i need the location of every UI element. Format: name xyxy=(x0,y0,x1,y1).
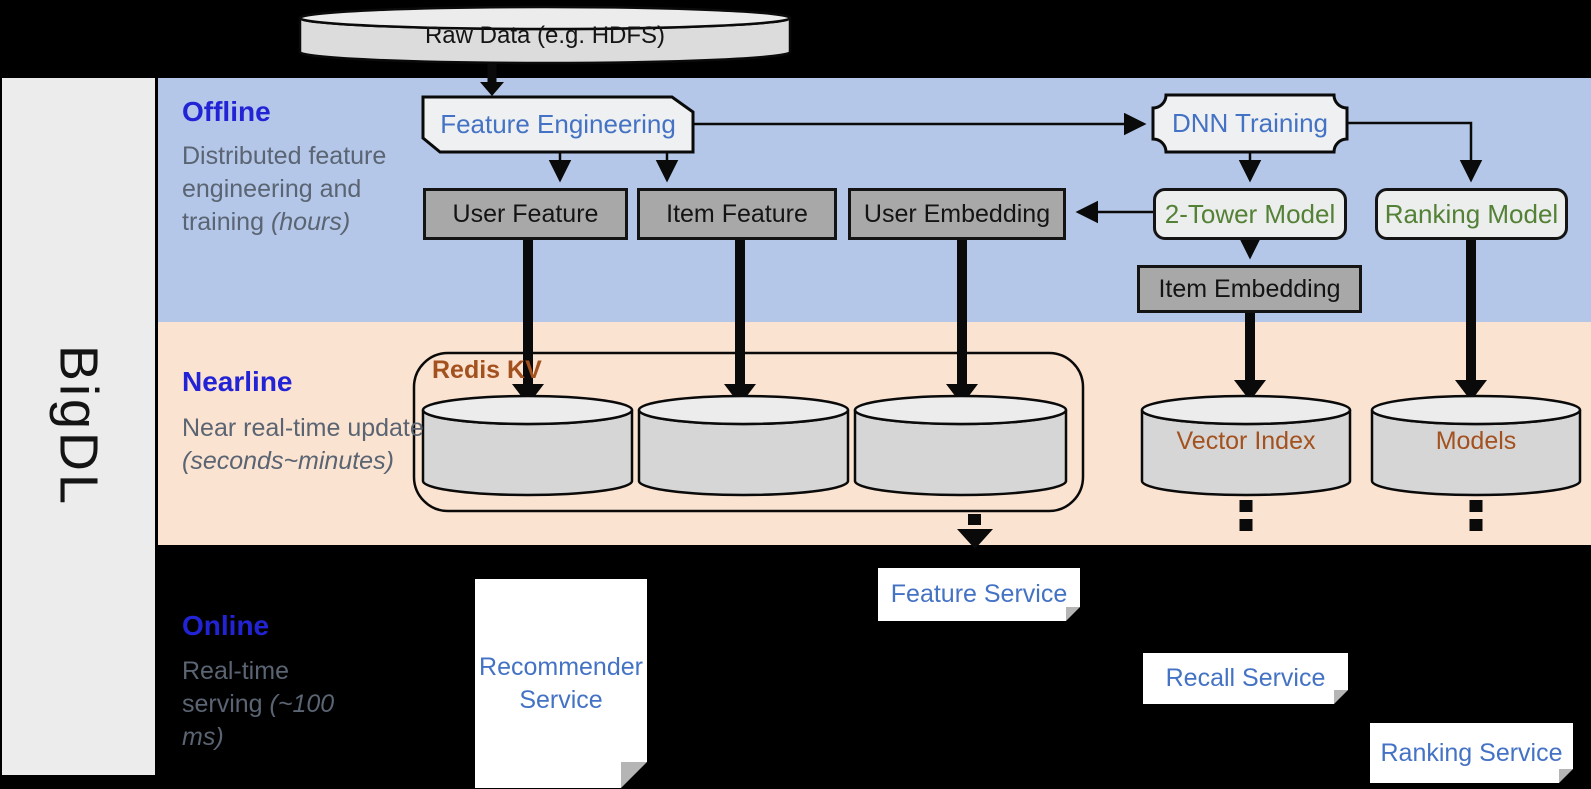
redis-cylinder-1 xyxy=(421,394,634,497)
redis-kv-container xyxy=(412,351,1085,513)
nearline-lane-description: Near real-time update (seconds~minutes) xyxy=(182,412,434,478)
ranking-service-node: Ranking Service xyxy=(1370,723,1573,783)
offline-desc-text: Distributed feature engineering and trai… xyxy=(182,142,387,236)
recall-service-node: Recall Service xyxy=(1143,653,1348,704)
online-lane-description: Real-time serving (~100 ms) xyxy=(182,655,344,754)
raw-data-cylinder xyxy=(298,5,792,65)
offline-lane-label: Offline xyxy=(182,96,271,127)
two-tower-model-node: 2-Tower Model xyxy=(1153,188,1347,240)
user-feature-node: User Feature xyxy=(423,188,628,240)
offline-desc-italic: (hours) xyxy=(270,208,351,236)
models-cylinder xyxy=(1370,394,1582,497)
flow-item-feature-to-redis xyxy=(724,240,756,405)
dnn-training-label: DNN Training xyxy=(1171,108,1329,138)
redis-cylinder-2 xyxy=(637,394,850,497)
bigdl-sidebar: BigDL xyxy=(2,78,155,775)
ranking-model-node: Ranking Model xyxy=(1375,188,1568,240)
item-feature-node: Item Feature xyxy=(637,188,837,240)
redis-kv-label: Redis KV xyxy=(432,356,542,384)
dashed-flow-vector-index-down xyxy=(1239,500,1253,531)
feature-engineering-label: Feature Engineering xyxy=(440,109,676,139)
flow-user-embedding-to-redis xyxy=(946,240,978,405)
item-embedding-node: Item Embedding xyxy=(1137,265,1362,313)
flow-user-feature-to-redis xyxy=(512,240,544,405)
recommender-service-node: Recommender Service xyxy=(475,579,647,788)
offline-lane-description: Distributed feature engineering and trai… xyxy=(182,140,404,239)
nearline-desc-text: Near real-time update xyxy=(182,414,424,442)
online-desc-text: Real-time serving xyxy=(182,657,289,718)
vector-index-label: Vector Index xyxy=(1176,426,1316,455)
flow-item-embedding-to-vector-index xyxy=(1234,313,1266,401)
models-label: Models xyxy=(1435,426,1517,455)
nearline-lane-label: Nearline xyxy=(182,366,293,397)
redis-cylinder-3 xyxy=(853,394,1068,497)
feature-service-node: Feature Service xyxy=(878,568,1080,621)
user-embedding-node: User Embedding xyxy=(848,188,1066,240)
nearline-desc-italic: (seconds~minutes) xyxy=(182,447,394,475)
dnn-training-shape xyxy=(1151,93,1349,154)
feature-engineering-shape xyxy=(421,95,695,154)
flow-ranking-model-to-models xyxy=(1455,240,1487,401)
online-desc-italic: (~100 ms) xyxy=(182,690,335,751)
vector-index-cylinder xyxy=(1140,394,1352,497)
dashed-arrow-redis-to-feature-service xyxy=(957,514,993,549)
arrow-dnn-to-ranking-model xyxy=(1347,121,1483,183)
online-lane-label: Online xyxy=(182,610,270,641)
arrow-rawdata-to-feature-engineering xyxy=(480,63,504,96)
bigdl-brand-label: BigDL xyxy=(48,345,109,508)
raw-data-label: Raw Data (e.g. HDFS) xyxy=(424,22,666,49)
dashed-flow-models-down xyxy=(1469,500,1483,531)
